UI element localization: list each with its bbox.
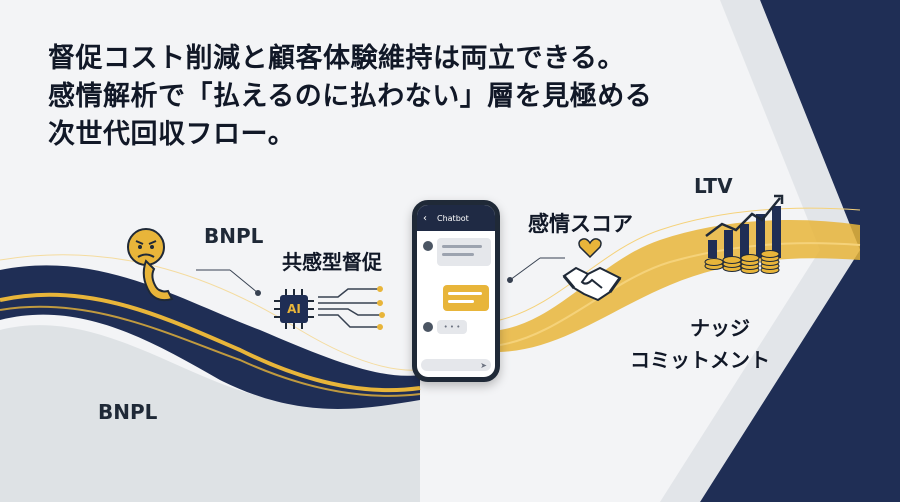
user-message [443, 285, 489, 311]
bnpl-label-top: BNPL [204, 224, 264, 248]
commitment-label: コミットメント [630, 348, 770, 372]
frustrated-face-icon [127, 228, 165, 266]
headline-line-2: 感情解析で「払えるのに払わない」層を見極める [48, 81, 653, 112]
heart-icon [578, 238, 602, 258]
bot-message [437, 238, 491, 266]
phone-handset-icon [142, 259, 174, 302]
ltv-label: LTV [694, 174, 733, 198]
typing-indicator: • • • [437, 320, 467, 334]
ai-chip-label: AI [287, 302, 301, 316]
ai-chip-icon: AI [272, 287, 316, 331]
chatbot-title: Chatbot [437, 213, 469, 223]
headline-line-1: 督促コスト削減と顧客体験維持は両立できる。 [48, 43, 625, 74]
circuit-traces [318, 286, 385, 330]
handshake-icon [562, 266, 622, 302]
chatbot-phone: ‹ Chatbot • • • ➤ [412, 200, 500, 382]
empathy-dunning-label: 共感型督促 [282, 250, 382, 274]
right-navy-panel [700, 0, 900, 502]
headline: 督促コスト削減と顧客体験維持は両立できる。 感情解析で「払えるのに払わない」層を… [48, 40, 652, 154]
bnpl-label-bottom: BNPL [98, 400, 158, 424]
gold-thread-left [0, 292, 421, 393]
grey-wave [0, 325, 420, 502]
emotion-score-label: 感情スコア [528, 212, 633, 236]
chatbot-header: ‹ Chatbot [417, 205, 495, 231]
growth-chart-icon [704, 194, 784, 274]
coin-stack-icon [704, 250, 780, 274]
send-icon[interactable]: ➤ [480, 361, 487, 370]
headline-line-3: 次世代回収フロー。 [48, 119, 296, 150]
nudge-label: ナッジ [690, 316, 750, 340]
chevron-left-icon[interactable]: ‹ [423, 212, 427, 224]
message-input[interactable] [421, 359, 491, 371]
right-grey-stripe [660, 0, 860, 502]
bot-avatar [423, 241, 433, 251]
bot-avatar [423, 322, 433, 332]
